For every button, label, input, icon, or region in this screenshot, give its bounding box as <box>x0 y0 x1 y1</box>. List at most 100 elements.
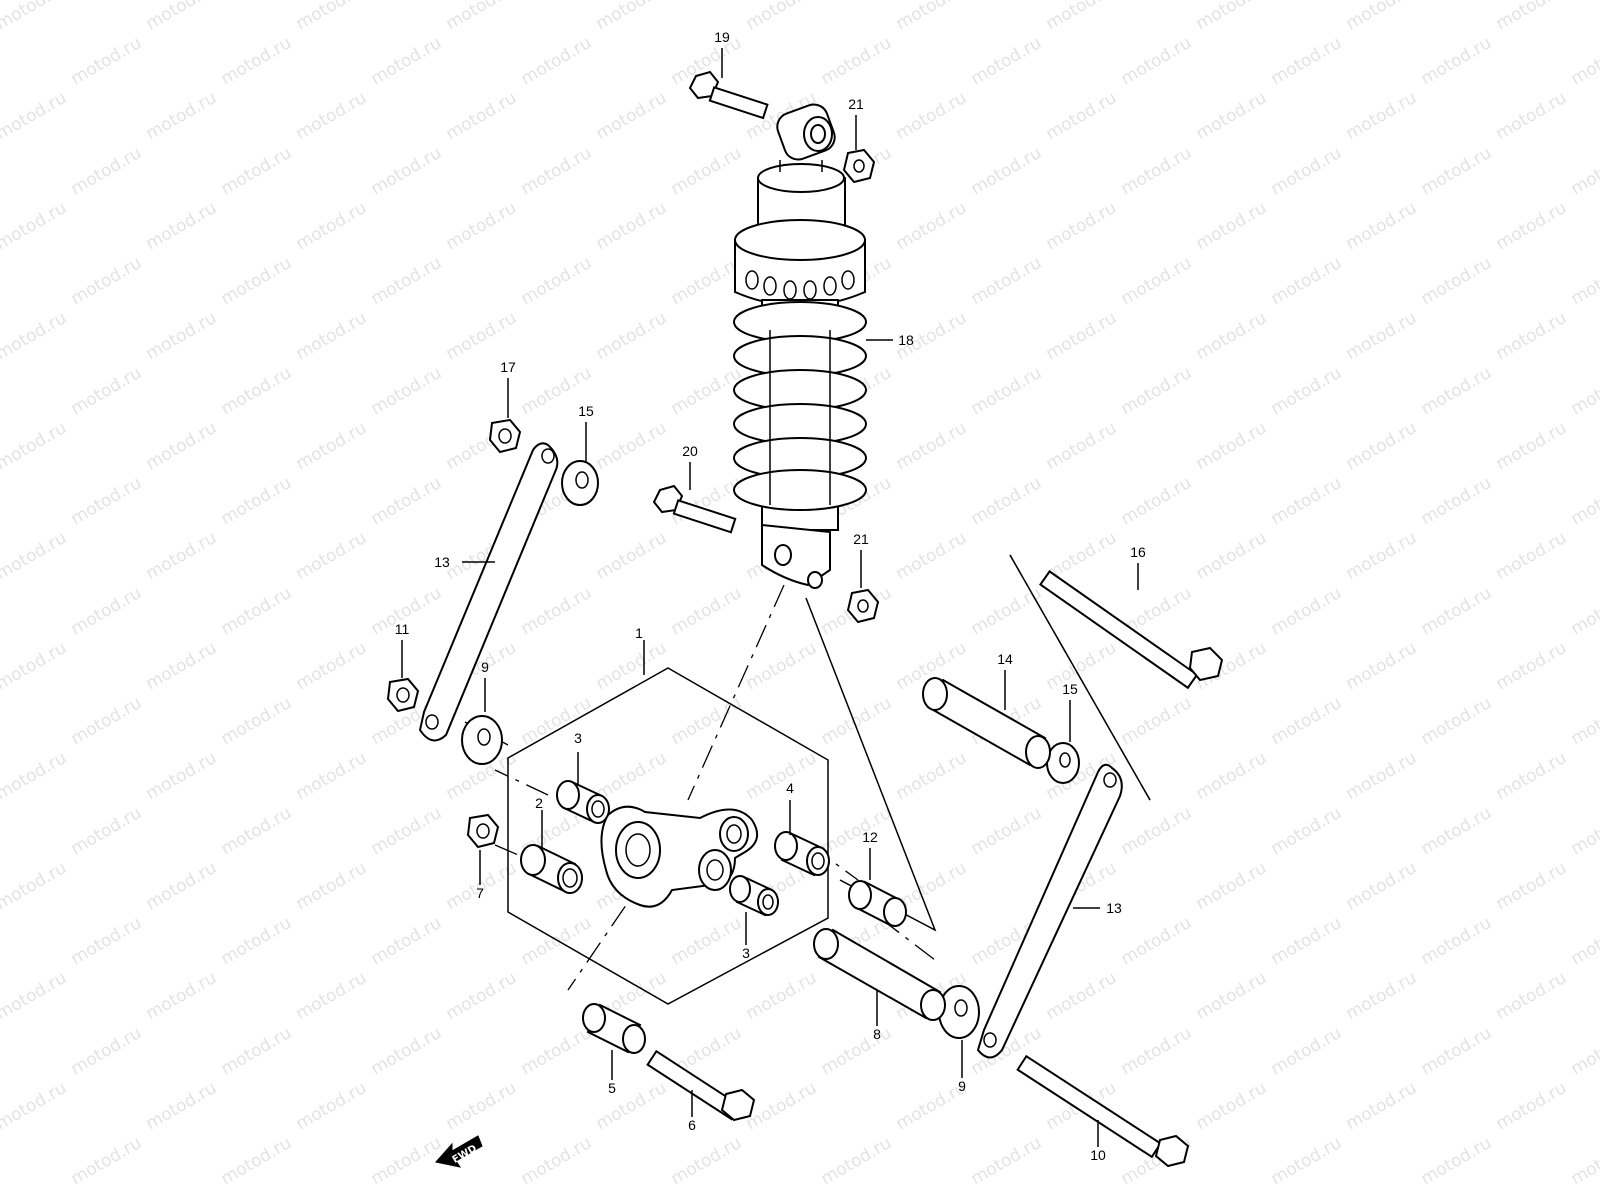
watermark-text: motod.ru <box>968 583 1046 639</box>
watermark-text: motod.ru <box>1118 473 1196 529</box>
watermark-text: motod.ru <box>1493 418 1571 474</box>
watermark-text: motod.ru <box>968 33 1046 89</box>
watermark-text: motod.ru <box>968 363 1046 419</box>
watermark-text: motod.ru <box>143 638 221 694</box>
watermark-text: motod.ru <box>218 693 296 749</box>
watermark-text: motod.ru <box>1493 88 1571 144</box>
watermark-text: motod.ru <box>218 803 296 859</box>
watermark-text: motod.ru <box>1493 858 1571 914</box>
nut-21-bottom <box>846 588 880 624</box>
watermark-text: motod.ru <box>1343 88 1421 144</box>
callout-10: 10 <box>1090 1147 1106 1163</box>
watermark-text: motod.ru <box>593 638 671 694</box>
callout-5: 5 <box>608 1080 616 1096</box>
watermark-text: motod.ru <box>968 1133 1046 1189</box>
watermark-text: motod.ru <box>1268 1023 1346 1079</box>
watermark-text: motod.ru <box>1043 418 1121 474</box>
bolt-19 <box>688 70 769 120</box>
callout-21-top: 21 <box>848 96 864 112</box>
watermark-text: motod.ru <box>293 418 371 474</box>
watermark-text: motod.ru <box>668 143 746 199</box>
watermark-text: motod.ru <box>593 198 671 254</box>
watermark-text: motod.ru <box>368 363 446 419</box>
watermark-text: motod.ru <box>368 473 446 529</box>
watermark-text: motod.ru <box>743 0 821 34</box>
watermark-text: motod.ru <box>1118 803 1196 859</box>
watermark-text: motod.ru <box>143 858 221 914</box>
watermark-text: motod.ru <box>1568 913 1600 969</box>
watermark-text: motod.ru <box>1493 528 1571 584</box>
watermark-text: motod.ru <box>0 638 70 694</box>
watermark-text: motod.ru <box>1268 473 1346 529</box>
watermark-text: motod.ru <box>968 253 1046 309</box>
watermark-text: motod.ru <box>518 143 596 199</box>
watermark-text: motod.ru <box>0 748 70 804</box>
watermark-text: motod.ru <box>1418 913 1496 969</box>
watermark-text: motod.ru <box>443 198 521 254</box>
callout-8: 8 <box>873 1026 881 1042</box>
callout-15-right: 15 <box>1062 681 1078 697</box>
watermark-text: motod.ru <box>0 418 70 474</box>
watermark-text: motod.ru <box>518 913 596 969</box>
watermark-text: motod.ru <box>143 308 221 364</box>
watermark-text: motod.ru <box>968 473 1046 529</box>
watermark-text: motod.ru <box>68 1023 146 1079</box>
watermark-text: motod.ru <box>1268 143 1346 199</box>
watermark-text: motod.ru <box>218 143 296 199</box>
watermark-text: motod.ru <box>968 143 1046 199</box>
watermark-text: motod.ru <box>518 583 596 639</box>
watermark-text: motod.ru <box>1193 858 1271 914</box>
watermark-text: motod.ru <box>1343 858 1421 914</box>
watermark-text: motod.ru <box>143 1078 221 1134</box>
watermark-text: motod.ru <box>143 528 221 584</box>
watermark-text: motod.ru <box>0 1078 70 1134</box>
watermark-text: motod.ru <box>1568 1133 1600 1189</box>
watermark-text: motod.ru <box>443 88 521 144</box>
watermark-text: motod.ru <box>593 88 671 144</box>
watermark-text: motod.ru <box>1118 143 1196 199</box>
watermark-text: motod.ru <box>668 913 746 969</box>
watermark-text: motod.ru <box>743 1078 821 1134</box>
watermark-text: motod.ru <box>143 748 221 804</box>
callout-15-left: 15 <box>578 403 594 419</box>
watermark-text: motod.ru <box>293 528 371 584</box>
watermark-text: motod.ru <box>443 0 521 34</box>
watermark-text: motod.ru <box>668 583 746 639</box>
watermark-text: motod.ru <box>1343 308 1421 364</box>
watermark-text: motod.ru <box>368 33 446 89</box>
watermark-text: motod.ru <box>1568 143 1600 199</box>
bolt-10 <box>1016 1054 1190 1168</box>
callout-19: 19 <box>714 29 730 45</box>
callout-7: 7 <box>476 885 484 901</box>
watermark-text: motod.ru <box>0 88 70 144</box>
watermark-text: motod.ru <box>818 33 896 89</box>
watermark-text: motod.ru <box>1268 253 1346 309</box>
watermark-text: motod.ru <box>1043 638 1121 694</box>
watermark-text: motod.ru <box>1268 33 1346 89</box>
watermark-text: motod.ru <box>1343 1078 1421 1134</box>
watermark-text: motod.ru <box>0 198 70 254</box>
watermark-text: motod.ru <box>0 0 70 34</box>
callout-12: 12 <box>862 829 878 845</box>
watermark-text: motod.ru <box>1043 88 1121 144</box>
watermark-text: motod.ru <box>1193 968 1271 1024</box>
watermark-text: motod.ru <box>0 968 70 1024</box>
watermark-text: motod.ru <box>293 198 371 254</box>
watermark-text: motod.ru <box>293 968 371 1024</box>
watermark-text: motod.ru <box>68 143 146 199</box>
watermark-text: motod.ru <box>218 583 296 639</box>
watermark-text: motod.ru <box>593 308 671 364</box>
watermark-text: motod.ru <box>1193 528 1271 584</box>
callout-14: 14 <box>997 651 1013 667</box>
watermark-text: motod.ru <box>1268 803 1346 859</box>
sleeve-5 <box>582 1003 646 1054</box>
bolt-16 <box>1039 570 1224 690</box>
watermark-text: motod.ru <box>1043 0 1121 34</box>
watermark-text: motod.ru <box>293 748 371 804</box>
watermark-text: motod.ru <box>593 418 671 474</box>
watermark-text: motod.ru <box>1568 1023 1600 1079</box>
watermark-text: motod.ru <box>668 253 746 309</box>
watermark-text: motod.ru <box>1343 968 1421 1024</box>
rod-13-right <box>976 763 1123 1059</box>
